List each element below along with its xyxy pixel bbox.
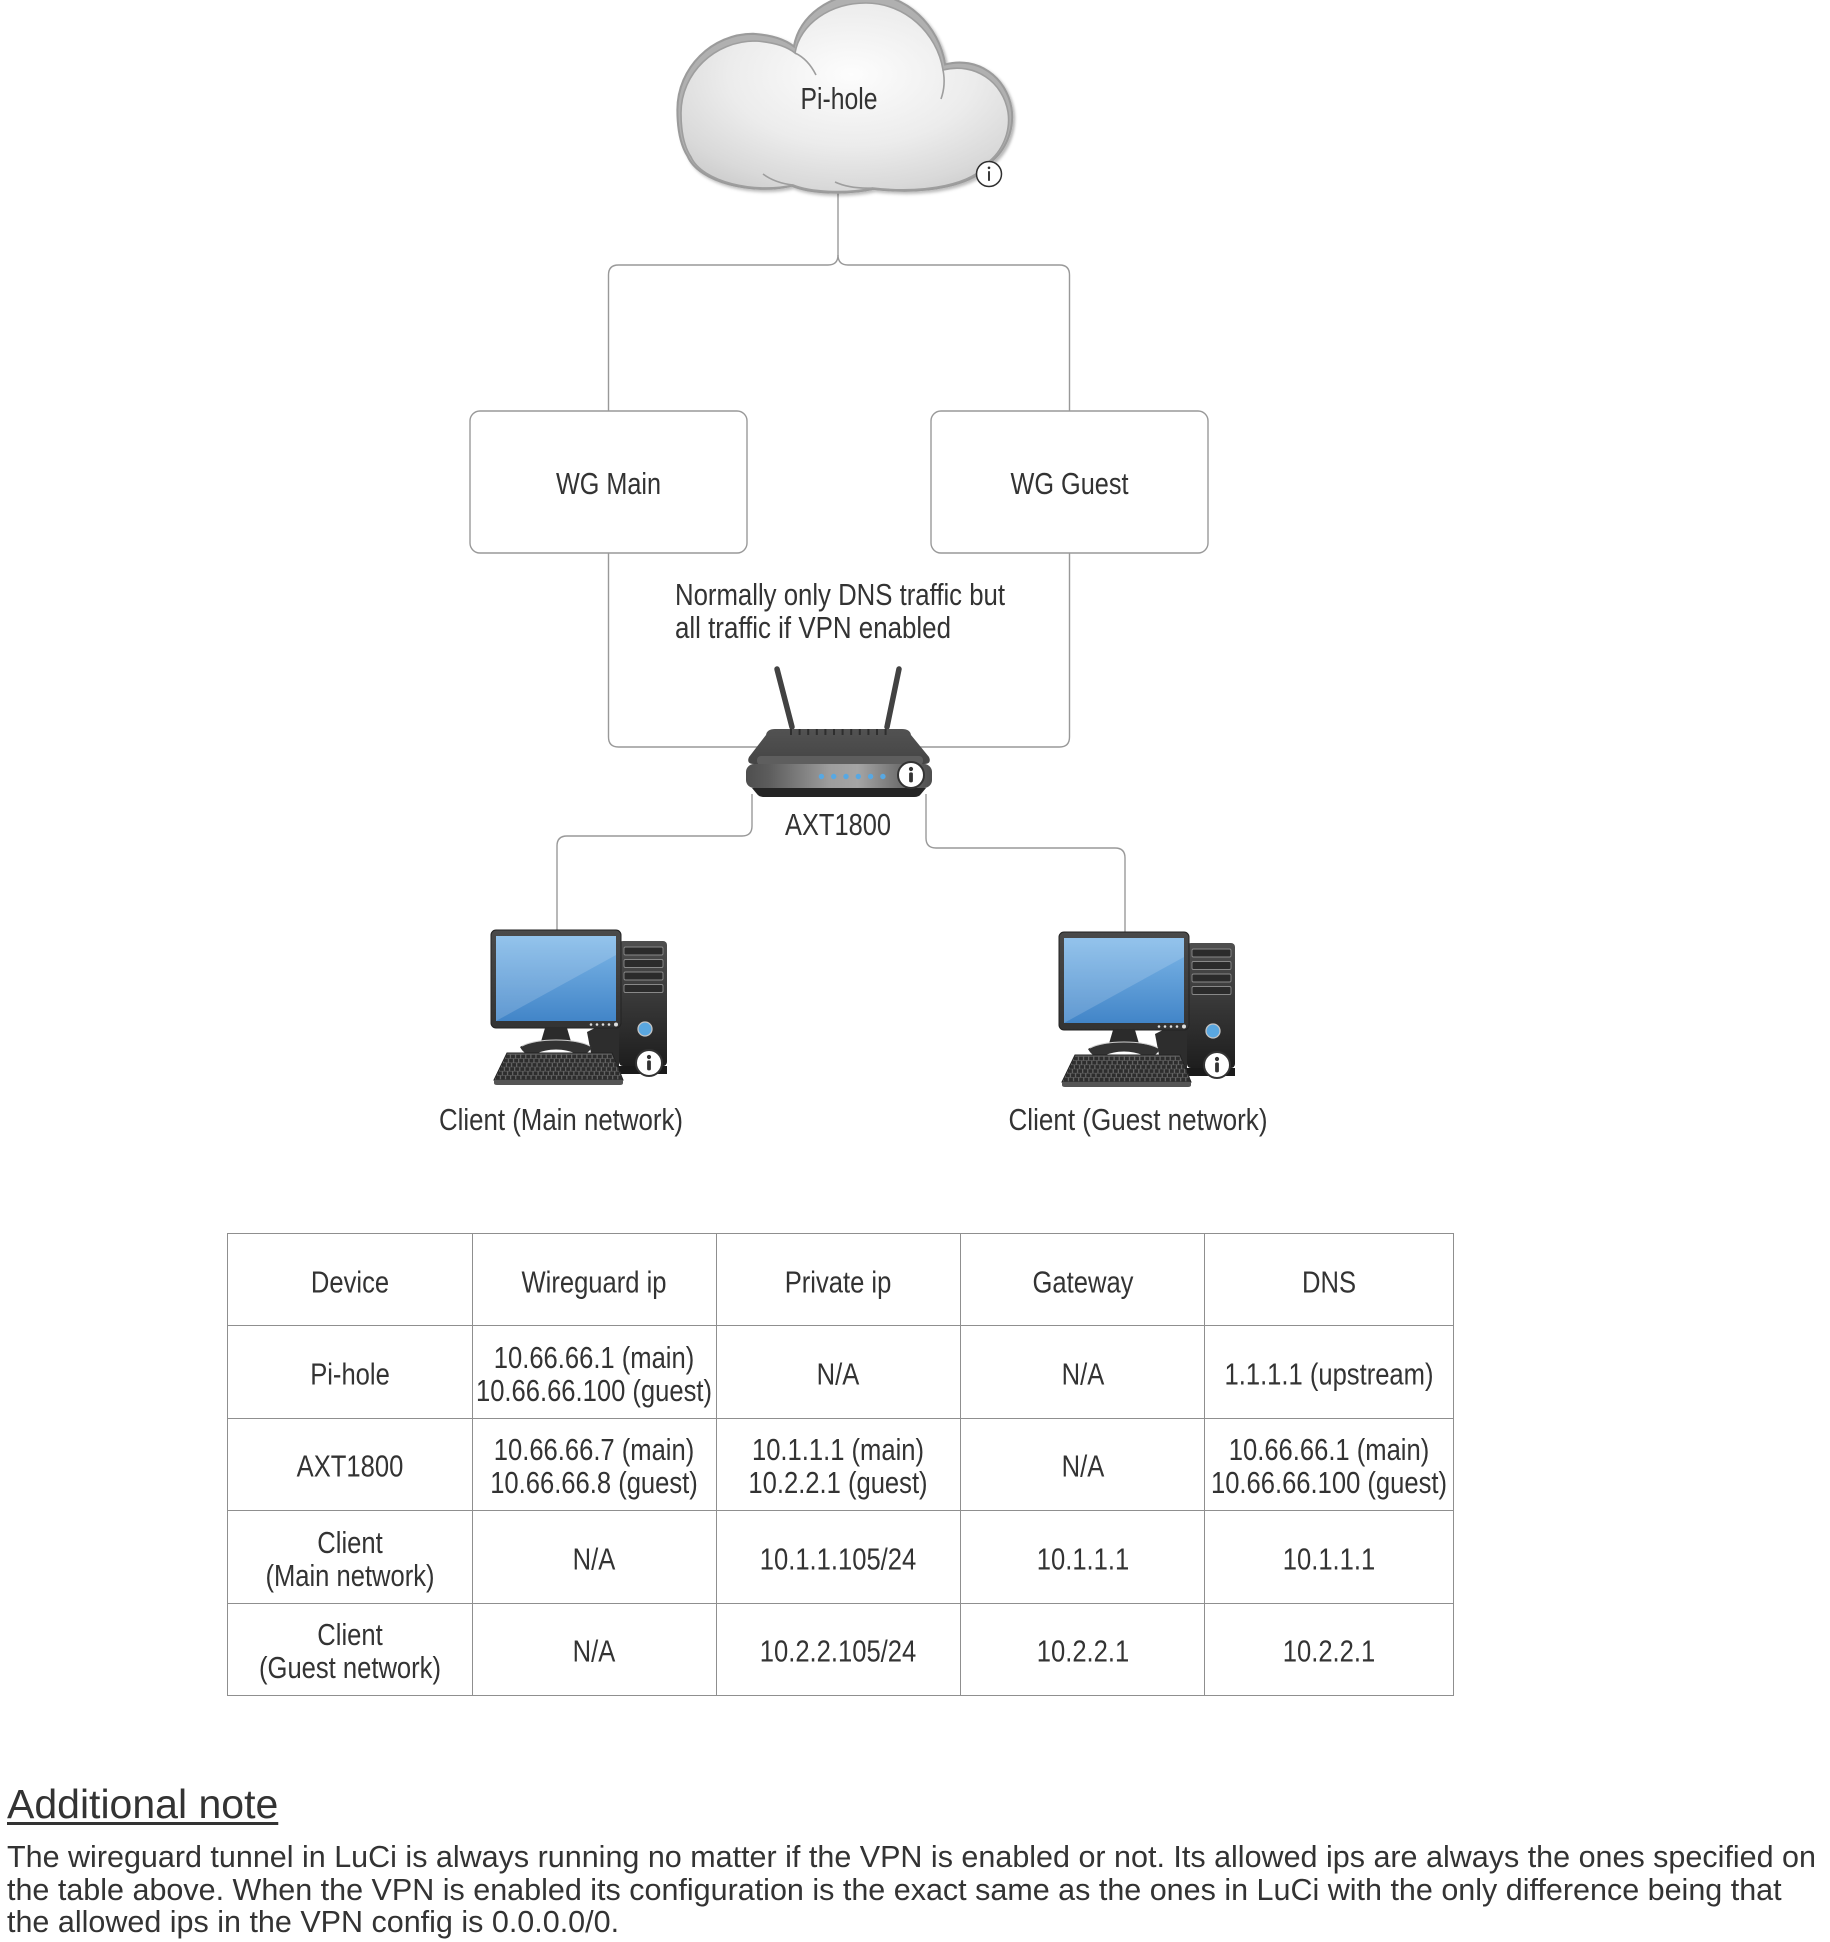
svg-text:AXT1800: AXT1800 xyxy=(785,807,891,842)
svg-text:Client (Main network): Client (Main network) xyxy=(439,1102,683,1137)
svg-text:all traffic if VPN enabled: all traffic if VPN enabled xyxy=(675,610,951,645)
svg-text:Client (Guest network): Client (Guest network) xyxy=(1009,1102,1268,1137)
svg-text:Normally only DNS traffic but: Normally only DNS traffic but xyxy=(675,577,1005,612)
svg-text:Pi-hole: Pi-hole xyxy=(801,81,878,116)
svg-text:WG Guest: WG Guest xyxy=(1011,466,1129,501)
svg-text:WG Main: WG Main xyxy=(556,466,661,501)
